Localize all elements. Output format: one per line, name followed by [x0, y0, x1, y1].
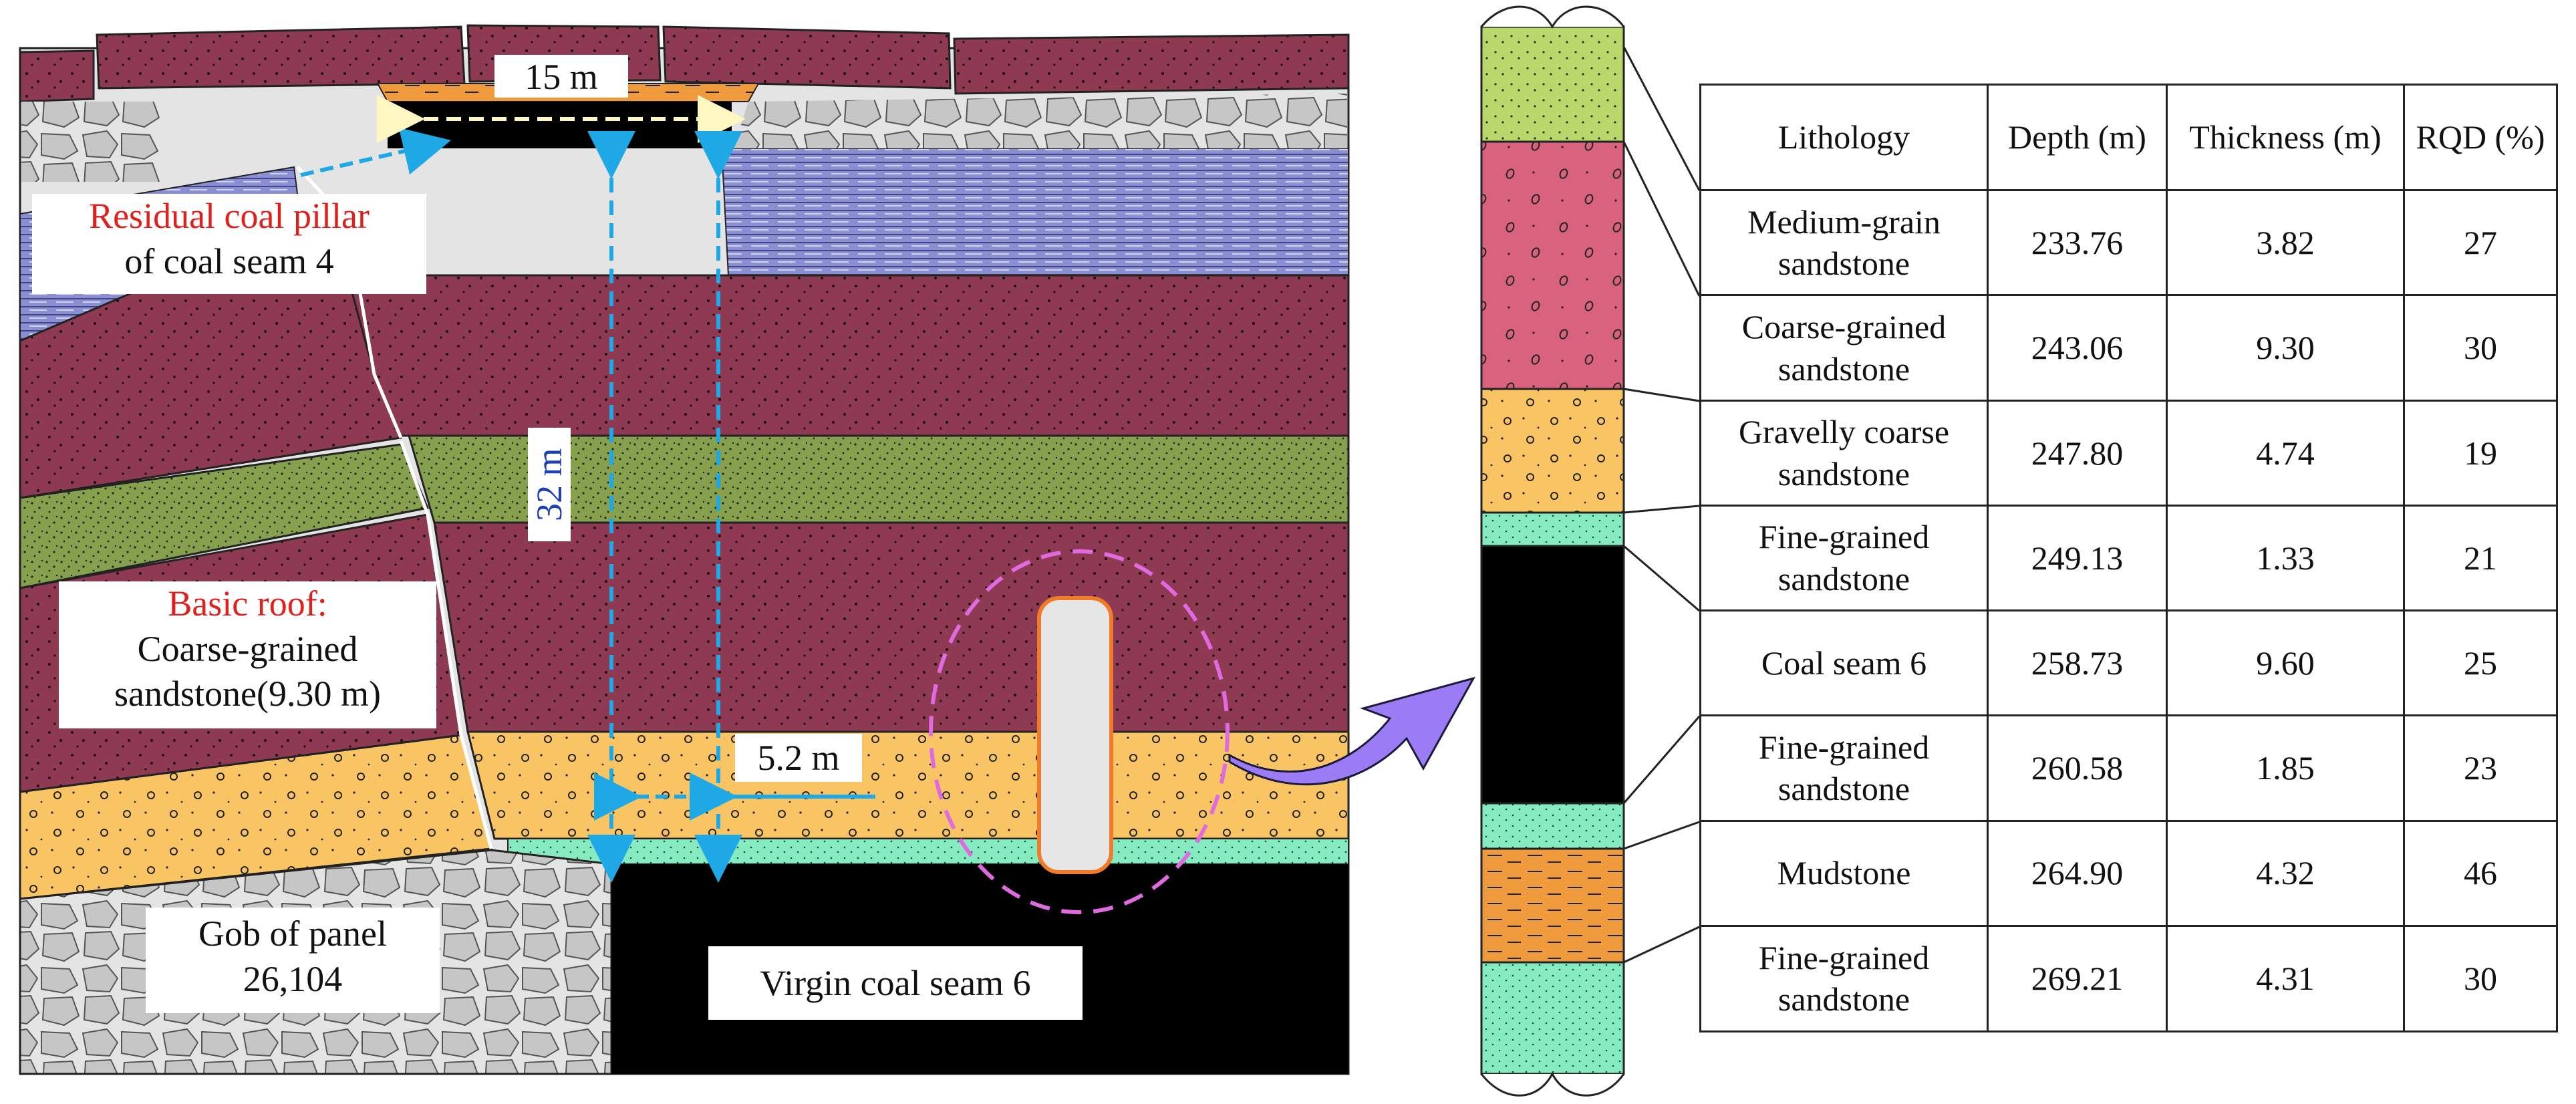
cell-thickness: 4.31	[2166, 924, 2405, 1033]
top-stratum-block-1	[19, 49, 95, 103]
coal-seam-4-layer	[720, 148, 1349, 276]
borehole-core	[1037, 596, 1113, 874]
column-coarse-sandstone	[1480, 140, 1625, 390]
cell-thickness: 1.85	[2166, 714, 2405, 822]
header-thickness: Thickness (m)	[2166, 83, 2405, 192]
cell-rqd: 21	[2403, 504, 2558, 612]
green-stratum-left	[19, 443, 430, 589]
cell-depth: 264.90	[1987, 819, 2168, 927]
cell-depth: 247.80	[1987, 399, 2168, 507]
gob-line2: 26,104	[243, 958, 343, 999]
column-bottom-cap	[1480, 1071, 1625, 1097]
cell-thickness: 3.82	[2166, 189, 2405, 297]
cell-thickness: 9.60	[2166, 609, 2405, 717]
top-stratum-block-2	[96, 25, 466, 90]
cell-thickness: 4.32	[2166, 819, 2405, 927]
top-stratum-block-5	[953, 33, 1350, 95]
header-rqd: RQD (%)	[2403, 83, 2558, 192]
residual-coal-pillar	[388, 102, 732, 148]
connector-line	[1623, 926, 1700, 964]
connector-line	[1623, 821, 1700, 850]
gob-line1: Gob of panel	[198, 914, 387, 954]
connector-arrow	[1228, 676, 1476, 786]
top-stratum-block-4	[662, 25, 952, 90]
height-label: 32 m	[528, 428, 571, 541]
cell-depth: 249.13	[1987, 504, 2168, 612]
column-mudstone	[1480, 847, 1625, 964]
header-depth: Depth (m)	[1987, 83, 2168, 192]
cell-rqd: 19	[2403, 399, 2558, 507]
cell-depth: 243.06	[1987, 294, 2168, 402]
cell-depth: 233.76	[1987, 189, 2168, 297]
virgin-coal-label: Virgin coal seam 6	[708, 946, 1083, 1020]
stratigraphic-column	[1480, 5, 1625, 1097]
cell-thickness: 9.30	[2166, 294, 2405, 402]
lithology-table: Lithology Depth (m) Thickness (m) RQD (%…	[1699, 83, 2558, 1033]
gravelly-layer-right	[466, 730, 1350, 840]
cell-depth: 269.21	[1987, 924, 2168, 1033]
column-connectors	[1622, 46, 1701, 964]
cell-thickness: 4.74	[2166, 399, 2405, 507]
table-row: Coal seam 6 258.73 9.60 25	[1699, 609, 2558, 717]
connector-line	[1623, 388, 1700, 402]
pillar-pointer-arrow	[300, 128, 452, 177]
connector-line	[1623, 545, 1700, 612]
table-header-row: Lithology Depth (m) Thickness (m) RQD (%…	[1699, 83, 2558, 192]
table-row: Mudstone 264.90 4.32 46	[1699, 819, 2558, 927]
fine-grained-layer	[507, 838, 1349, 865]
column-fine-sandstone-1	[1480, 511, 1625, 547]
pillar-width-label: 15 m	[494, 55, 628, 98]
connector-line	[1622, 46, 1701, 191]
gob-top-right	[734, 94, 1347, 148]
connector-line	[1623, 505, 1700, 514]
cell-thickness: 1.33	[2166, 504, 2405, 612]
basic-roof-sub1: Coarse-grained	[137, 628, 358, 669]
basic-roof-callout: Basic roof: Coarse-grained sandstone(9.3…	[59, 581, 436, 728]
gob-callout: Gob of panel 26,104	[146, 908, 440, 1013]
cell-rqd: 46	[2403, 819, 2558, 927]
column-fine-sandstone-3	[1480, 961, 1625, 1075]
cell-depth: 260.58	[1987, 714, 2168, 822]
column-coal-seam-6	[1480, 545, 1625, 805]
cell-lithology: Coal seam 6	[1699, 609, 1989, 717]
pillar-callout: Residual coal pillar of coal seam 4	[32, 194, 426, 294]
maroon-upper-right	[346, 274, 1350, 437]
column-mudstone-top	[1480, 25, 1625, 143]
column-gravelly-sandstone	[1480, 388, 1625, 514]
header-lithology: Lithology	[1699, 83, 1989, 192]
pillar-callout-sub: of coal seam 4	[124, 241, 334, 281]
cell-rqd: 27	[2403, 189, 2558, 297]
cell-rqd: 23	[2403, 714, 2558, 822]
cell-lithology: Mudstone	[1699, 819, 1989, 927]
cell-rqd: 30	[2403, 294, 2558, 402]
pillar-callout-title: Residual coal pillar	[89, 196, 370, 236]
connector-line	[1622, 141, 1701, 297]
column-top-cap	[1480, 5, 1625, 29]
cell-rqd: 25	[2403, 609, 2558, 717]
basic-roof-sub2: sandstone(9.30 m)	[114, 674, 381, 714]
connector-line	[1622, 716, 1701, 804]
gob-top-left	[21, 102, 162, 182]
basic-roof-right	[433, 521, 1350, 733]
cell-rqd: 30	[2403, 924, 2558, 1033]
column-fine-sandstone-2	[1480, 802, 1625, 850]
offset-label: 5.2 m	[735, 734, 862, 782]
borehole-highlight-ellipse	[929, 549, 1230, 914]
cell-depth: 258.73	[1987, 609, 2168, 717]
fracture-line-2	[399, 440, 493, 849]
basic-roof-title: Basic roof:	[168, 583, 327, 624]
